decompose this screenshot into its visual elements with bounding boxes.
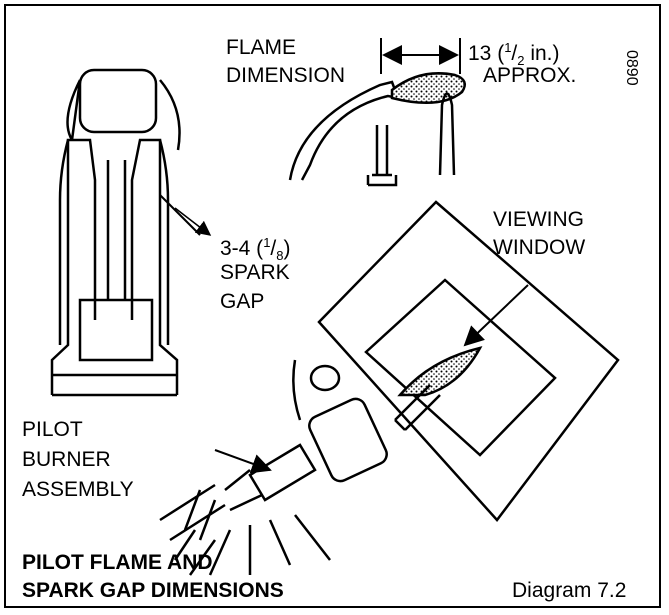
electrode-tip bbox=[438, 92, 456, 176]
caption-title-line1: PILOT FLAME AND bbox=[22, 551, 213, 574]
label-pilot: PILOT bbox=[22, 418, 83, 441]
diagram-frame bbox=[4, 4, 661, 608]
label-spark: SPARK bbox=[220, 261, 290, 284]
label-window: WINDOW bbox=[493, 236, 586, 259]
diagram-number: Diagram 7.2 bbox=[512, 579, 627, 602]
label-assembly: ASSEMBLY bbox=[22, 478, 134, 501]
electrode-cap bbox=[78, 68, 158, 134]
fitting-body bbox=[308, 397, 388, 483]
label-burner: BURNER bbox=[22, 448, 111, 471]
viewing-window-panel bbox=[317, 200, 620, 522]
mounting-nut bbox=[309, 364, 341, 392]
label-spark-gap-value: 3-4 (1/8) bbox=[220, 235, 291, 264]
window-flame bbox=[397, 346, 483, 397]
pilot-hood bbox=[288, 80, 400, 181]
caption-title-line2: SPARK GAP DIMENSIONS bbox=[22, 579, 284, 602]
label-approx-value: 13 (1/2 in.) bbox=[468, 40, 560, 69]
label-viewing: VIEWING bbox=[493, 208, 585, 231]
flame-detail bbox=[288, 38, 467, 187]
figure-code: 0890 bbox=[623, 50, 640, 86]
pilot-burner-assembly bbox=[159, 359, 388, 576]
label-gap: GAP bbox=[220, 290, 265, 313]
pilot-flame bbox=[390, 72, 467, 104]
spark-electrode bbox=[50, 68, 212, 397]
label-approx: APPROX. bbox=[483, 64, 577, 87]
label-flame: FLAME bbox=[226, 36, 297, 59]
label-dimension: DIMENSION bbox=[226, 64, 346, 87]
